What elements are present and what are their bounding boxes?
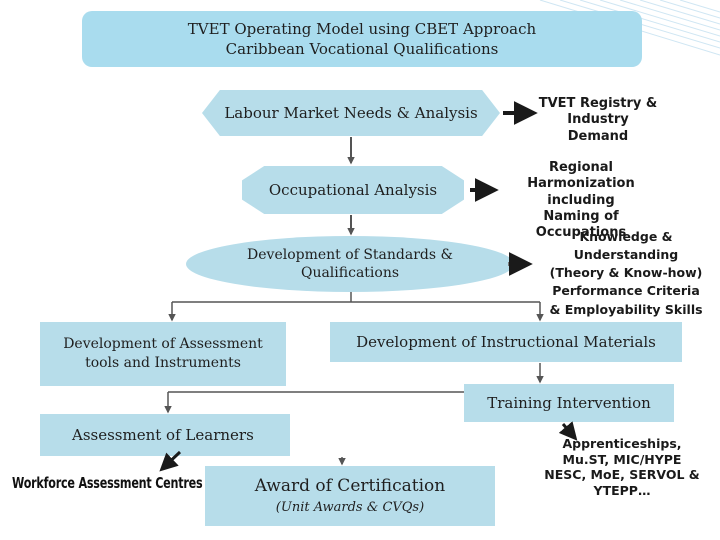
- regional-line-2: including: [547, 192, 615, 208]
- apprentice-line-1: Apprenticeships,: [562, 436, 682, 451]
- standards-line-1: Development of Standards &: [247, 246, 453, 263]
- workforce-assessment-label: Workforce Assessment Centres: [12, 474, 203, 492]
- award-certification-box: Award of Certification (Unit Awards & CV…: [205, 466, 495, 526]
- assessment-tools-line-2: tools and Instruments: [85, 355, 241, 371]
- registry-line-2: Industry Demand: [567, 112, 629, 144]
- assessment-learners-label: Assessment of Learners: [72, 426, 254, 444]
- assessment-tools-line-1: Development of Assessment: [63, 336, 263, 353]
- knowledge-note: Knowledge & Understanding (Theory & Know…: [532, 228, 720, 319]
- instructional-materials-label: Development of Instructional Materials: [356, 333, 656, 351]
- award-main-label: Award of Certification: [254, 476, 446, 496]
- assessment-learners-box: Assessment of Learners: [40, 414, 290, 456]
- knowledge-line-1: Knowledge & Understanding: [573, 229, 679, 263]
- standards-qualifications-ellipse: Development of Standards & Qualification…: [186, 236, 514, 292]
- apprentice-line-2: Mu.ST, MIC/HYPE: [562, 451, 682, 467]
- apprentice-line-3: NESC, MoE, SERVOL &: [544, 467, 700, 483]
- knowledge-line-2: (Theory & Know-how): [549, 265, 703, 281]
- award-sub-label: (Unit Awards & CVQs): [275, 499, 425, 515]
- regional-line-3: Naming of Occupations: [535, 208, 627, 240]
- standards-line-2: Qualifications: [300, 265, 400, 281]
- instructional-materials-box: Development of Instructional Materials: [330, 322, 682, 362]
- title-line-2: Caribbean Vocational Qualifications: [225, 40, 499, 58]
- occupational-analysis-box: Occupational Analysis: [242, 166, 464, 214]
- registry-note: TVET Registry & Industry Demand: [536, 96, 660, 145]
- workforce-text: Workforce Assessment Centres: [12, 474, 203, 492]
- training-intervention-box: Training Intervention: [464, 384, 674, 422]
- apprenticeships-note: Apprenticeships, Mu.ST, MIC/HYPE NESC, M…: [540, 436, 704, 499]
- regional-line-1: Regional Harmonization: [527, 160, 635, 192]
- title-line-1: TVET Operating Model using CBET Approach: [187, 19, 537, 38]
- labour-market-box: Labour Market Needs & Analysis: [202, 90, 500, 136]
- labour-market-label: Labour Market Needs & Analysis: [224, 104, 478, 122]
- training-intervention-label: Training Intervention: [487, 394, 651, 412]
- regional-harmonization-note: Regional Harmonization including Naming …: [498, 160, 664, 241]
- assessment-tools-box: Development of Assessment tools and Inst…: [40, 322, 286, 386]
- diagram-title: TVET Operating Model using CBET Approach…: [82, 11, 642, 67]
- registry-line-1: TVET Registry &: [538, 96, 658, 111]
- apprentice-line-4: YTEPP…: [593, 482, 651, 498]
- decorative-stripes: [539, 0, 720, 56]
- occupational-analysis-label: Occupational Analysis: [268, 181, 438, 199]
- knowledge-line-3: Performance Criteria: [552, 283, 700, 299]
- knowledge-line-4: & Employability Skills: [549, 301, 703, 317]
